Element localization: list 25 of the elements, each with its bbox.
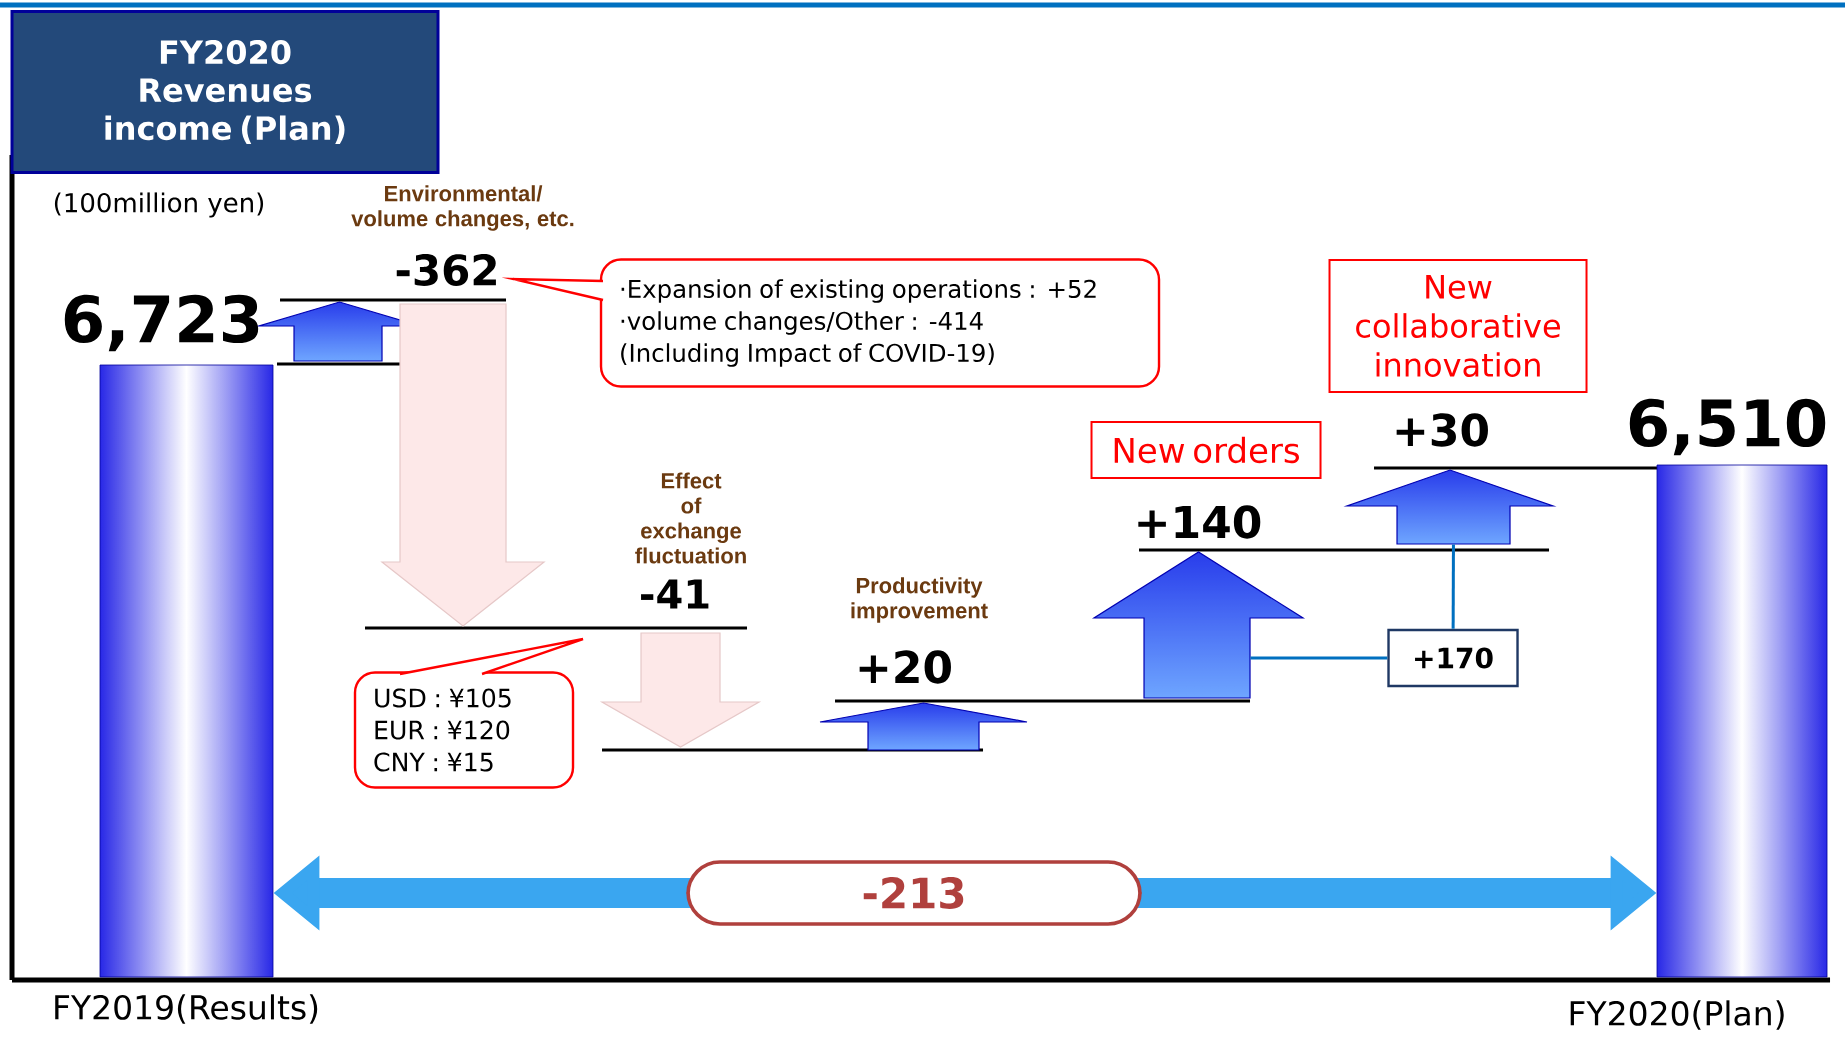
value-label: 6,723	[64, 294, 259, 352]
label-box: New orders	[1090, 421, 1322, 479]
value-label: +20	[859, 650, 951, 684]
value-label: -362	[396, 254, 496, 286]
axis-label: FY2019(Results)	[55, 994, 318, 1024]
value-label: +30	[1396, 413, 1488, 447]
bar	[1656, 464, 1828, 978]
up-arrow	[1343, 469, 1557, 545]
label-box: New collaborative innovation	[1328, 259, 1588, 393]
axis-label: FY2020(Plan)	[1570, 1000, 1784, 1030]
leader-line	[1451, 544, 1455, 629]
value-label: 6,510	[1629, 398, 1826, 456]
callout-box: USD : ¥105 EUR : ¥120 CNY : ¥15	[353, 637, 585, 789]
category-label: Productivity improvement	[851, 577, 988, 623]
bar	[99, 364, 274, 978]
up-arrow	[1091, 551, 1306, 699]
edge-label: -213	[686, 860, 1142, 926]
category-label: Environmental/ volume changes, etc.	[351, 185, 574, 231]
value-box: +170	[1387, 628, 1519, 688]
callout-box: ·Expansion of existing operations : +52 ·volume changes/Other : -414 (Including Impact of COVID-19)	[501, 258, 1161, 388]
category-label: Effect of exchange fluctuation	[635, 472, 746, 564]
value-label: +140	[1138, 505, 1261, 539]
value-label: -41	[641, 579, 709, 609]
leader-line	[1250, 656, 1388, 660]
title-box: FY2020 Revenues income (Plan)	[10, 10, 440, 174]
